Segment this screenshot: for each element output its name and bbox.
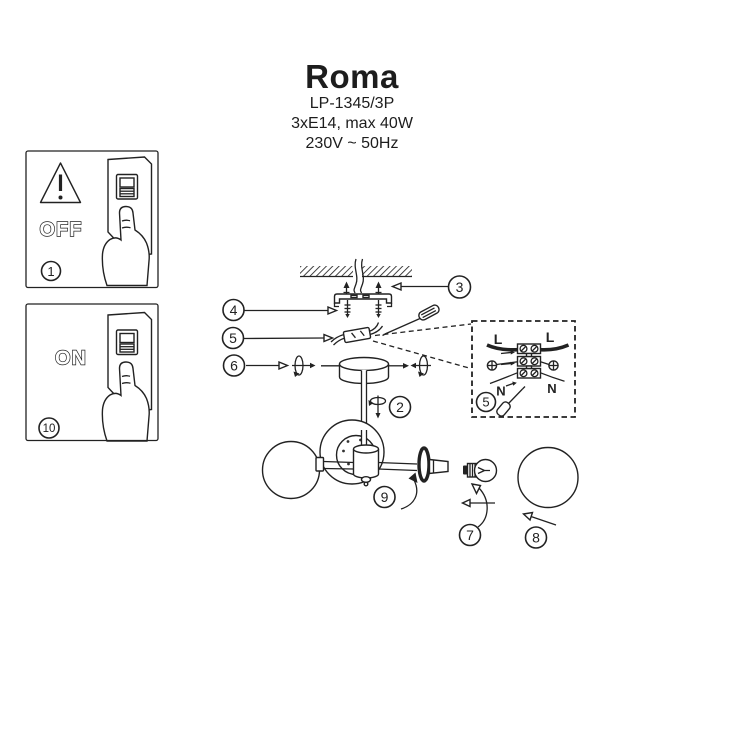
ceiling-hatch-left <box>300 266 353 276</box>
step-badge-2: 2 <box>388 395 412 419</box>
ground-terminal-right <box>540 360 559 371</box>
svg-text:1: 1 <box>47 264 54 279</box>
right-arm <box>377 461 418 472</box>
light-switch-icon <box>101 311 153 442</box>
svg-text:4: 4 <box>230 302 238 318</box>
svg-text:3: 3 <box>456 279 464 295</box>
ceiling <box>300 266 412 278</box>
bulb-insert-arrows <box>460 483 495 528</box>
detail-screwdriver-icon <box>496 386 526 417</box>
warning-triangle-icon <box>39 162 82 204</box>
ground-terminal-left <box>486 360 518 371</box>
step-badge-3: 3 <box>447 275 472 299</box>
power-on-panel: ON 10 <box>25 303 159 442</box>
step-badge-10: 10 <box>38 417 60 439</box>
mains-wires-icon <box>353 258 364 294</box>
svg-text:8: 8 <box>532 530 540 546</box>
bracket-screw-left-icon <box>344 300 351 318</box>
svg-text:9: 9 <box>381 489 389 505</box>
step8-arrow <box>521 511 557 526</box>
wire-insert-arrows <box>500 350 517 387</box>
ceiling-hatch-right <box>362 266 412 276</box>
canopy-screw-right-icon <box>389 355 431 377</box>
live-label-right: L <box>546 329 555 345</box>
rod-screw-icon <box>368 395 387 419</box>
shade-ring <box>417 446 431 483</box>
step-badge-1: 1 <box>40 260 62 282</box>
plate-hole <box>346 440 350 443</box>
hub-finial <box>360 476 372 484</box>
light-switch-icon <box>101 156 153 287</box>
live-label-left: L <box>494 331 503 347</box>
step-badge-4: 4 <box>222 298 245 322</box>
exclamation-dot <box>58 195 63 200</box>
step-badge-8: 8 <box>524 526 548 549</box>
arm-collar <box>315 456 325 472</box>
product-header: Roma LP-1345/3P 3xE14, max 40W 230V ~ 50… <box>291 60 413 154</box>
step-badge-5-detail: 5 <box>475 391 497 413</box>
step5-arrow <box>243 333 335 343</box>
live-wire-left <box>486 343 519 352</box>
rotate-ring-arrow <box>400 472 418 510</box>
svg-text:5: 5 <box>482 395 489 410</box>
lamp-hub <box>352 444 380 487</box>
warning-off-panel: OFF 1 <box>25 150 159 289</box>
svg-text:2: 2 <box>396 399 404 415</box>
step-badge-6: 6 <box>222 354 246 377</box>
step-badge-7: 7 <box>458 523 482 547</box>
mounting-bracket <box>333 293 393 308</box>
glass-globe-left <box>261 440 321 500</box>
left-arm <box>323 460 355 470</box>
wiring-detail-box: L L N N <box>471 320 576 418</box>
off-label: OFF <box>40 219 83 241</box>
neutral-label-left: N <box>496 384 505 399</box>
step-badge-9: 9 <box>373 485 396 509</box>
on-label: ON <box>55 348 87 370</box>
step3-arrow <box>390 281 448 292</box>
plate-hole <box>342 449 345 453</box>
lamp-socket <box>428 458 449 475</box>
svg-text:6: 6 <box>230 358 238 374</box>
product-title: Roma <box>305 58 399 95</box>
step4-arrow <box>244 305 339 316</box>
product-model: LP-1345/3P <box>309 95 395 112</box>
neutral-label-right: N <box>547 381 556 396</box>
lamp-body <box>261 419 449 500</box>
svg-text:10: 10 <box>43 423 56 435</box>
bracket-screw-right-icon <box>375 300 382 318</box>
panel-border <box>25 150 159 289</box>
svg-text:7: 7 <box>466 527 474 543</box>
step6-arrow <box>246 360 290 371</box>
bulb-icon <box>463 458 498 483</box>
wire-connector-icon <box>330 322 384 346</box>
neutral-wire-right <box>540 372 565 382</box>
zoom-leader-lines <box>372 323 472 369</box>
live-wire-right <box>539 343 570 352</box>
svg-text:5: 5 <box>229 330 237 346</box>
step-badge-5: 5 <box>221 326 245 350</box>
lamp-spec: 3xE14, max 40W <box>291 115 413 132</box>
canopy-screw-left-icon <box>292 355 339 377</box>
neutral-wire-left <box>489 372 518 385</box>
power-spec: 230V ~ 50Hz <box>305 135 399 152</box>
terminal-block <box>516 343 542 379</box>
screwdriver-icon <box>382 304 440 337</box>
panel-border <box>25 303 159 442</box>
glass-globe-right <box>517 446 579 509</box>
plate-hole <box>347 462 350 466</box>
